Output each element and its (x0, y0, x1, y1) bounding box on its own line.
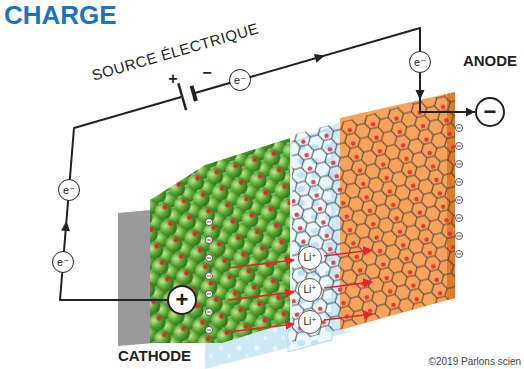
polarity-sign: + (168, 71, 177, 87)
anode-terminal: ANODE− (475, 97, 505, 127)
electron-badge: e⁻ (58, 179, 80, 201)
polarity-sign: − (484, 101, 497, 123)
lithium-ion-badge: Li⁺ (298, 278, 322, 302)
cathode-material (150, 138, 290, 343)
polarity-sign: + (176, 289, 189, 311)
title: CHARGE (4, 0, 117, 31)
polarity-sign: − (202, 65, 211, 81)
plate-electron-signs (207, 128, 461, 330)
electron-badge: e⁻ (229, 69, 251, 91)
electron-badge: e⁻ (52, 251, 74, 273)
copyright-note: ©2019 Parlons scien (429, 356, 521, 367)
electrode-name: CATHODE (118, 348, 191, 365)
battery-symbol (177, 80, 198, 111)
cathode-terminal: CATHODE+ (167, 285, 197, 315)
electrode-name: ANODE (463, 53, 517, 70)
plate-electrons (206, 125, 463, 334)
graphite-layers (292, 92, 455, 342)
current-arrowheads (61, 51, 424, 231)
electron-badge: e⁻ (409, 51, 431, 73)
lithium-ion-badge: Li⁺ (298, 310, 322, 334)
lithium-ion-badge: Li⁺ (298, 246, 322, 270)
